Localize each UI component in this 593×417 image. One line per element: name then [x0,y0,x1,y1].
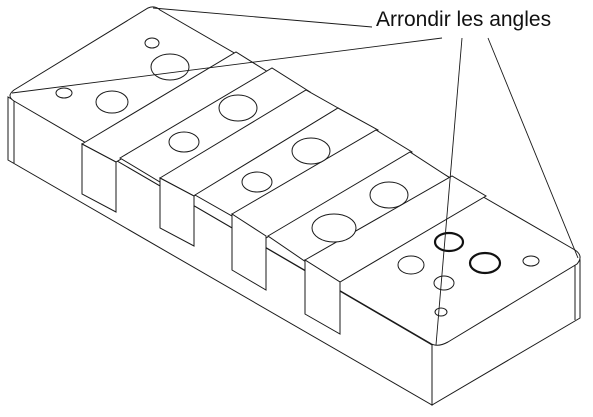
hole [369,181,409,209]
hole [434,307,448,317]
band-4 [194,107,380,217]
leader-line [435,37,463,346]
hole [311,213,357,243]
tab-3 [231,213,267,291]
leader-line [152,7,373,28]
hole [522,255,540,267]
tab-4 [304,259,341,335]
hole [241,171,273,193]
hole [218,94,258,122]
hole [95,90,129,114]
hole [55,87,73,99]
hole [150,53,190,81]
hole [397,255,425,275]
tab-1 [81,143,117,213]
hole-bold [433,231,465,253]
annotation-label: Arrondir les angles [376,8,552,31]
hole-bold [468,251,502,275]
tab-2 [159,177,195,247]
leader-line [11,37,443,94]
hole [144,37,160,49]
hole [433,275,455,291]
hole [168,131,200,153]
leader-line [487,37,579,259]
hole [291,137,331,165]
